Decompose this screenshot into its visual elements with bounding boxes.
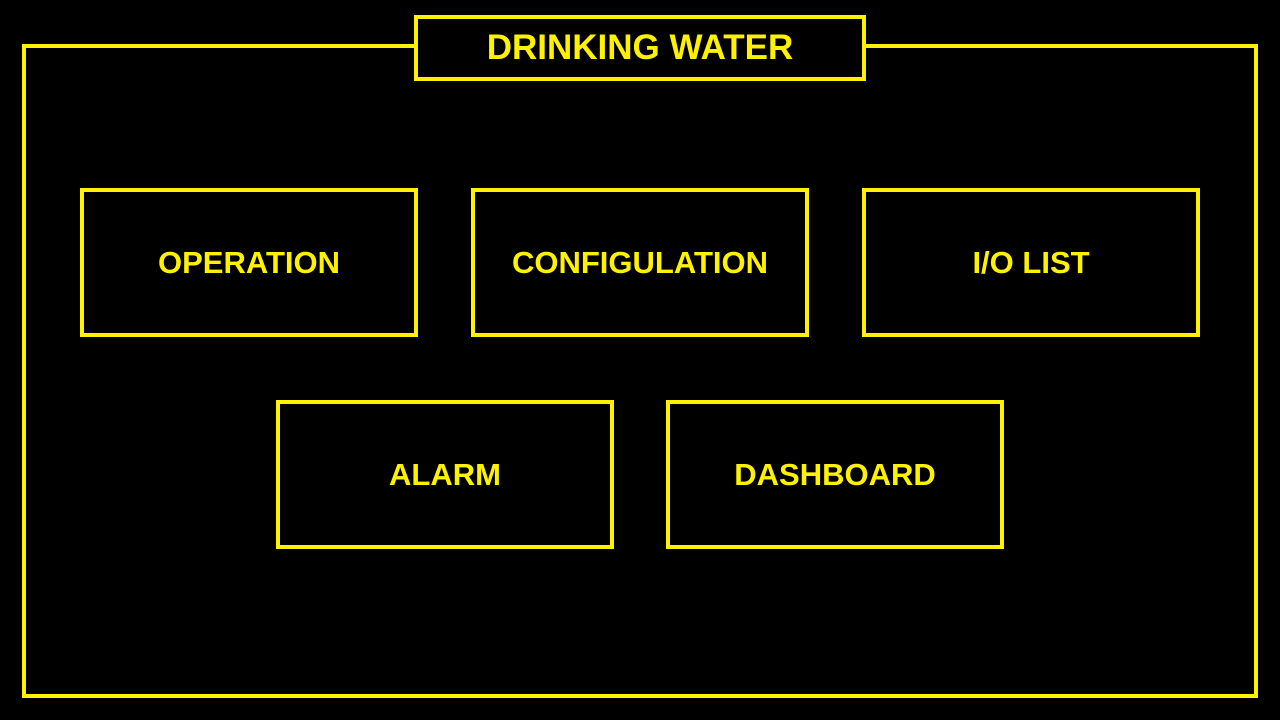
io-list-button-label: I/O LIST [972,244,1090,280]
operation-button[interactable]: OPERATION [80,188,418,337]
dashboard-button-label: DASHBOARD [734,456,936,492]
alarm-button-label: ALARM [389,456,501,492]
dashboard-button[interactable]: DASHBOARD [666,400,1004,549]
alarm-button[interactable]: ALARM [276,400,614,549]
configuration-button[interactable]: CONFIGULATION [471,188,809,337]
configuration-button-label: CONFIGULATION [511,244,768,280]
operation-button-label: OPERATION [158,244,340,280]
page-title: DRINKING WATER [414,15,866,81]
page-title-text: DRINKING WATER [486,28,794,67]
io-list-button[interactable]: I/O LIST [862,188,1200,337]
main-frame [22,44,1258,698]
